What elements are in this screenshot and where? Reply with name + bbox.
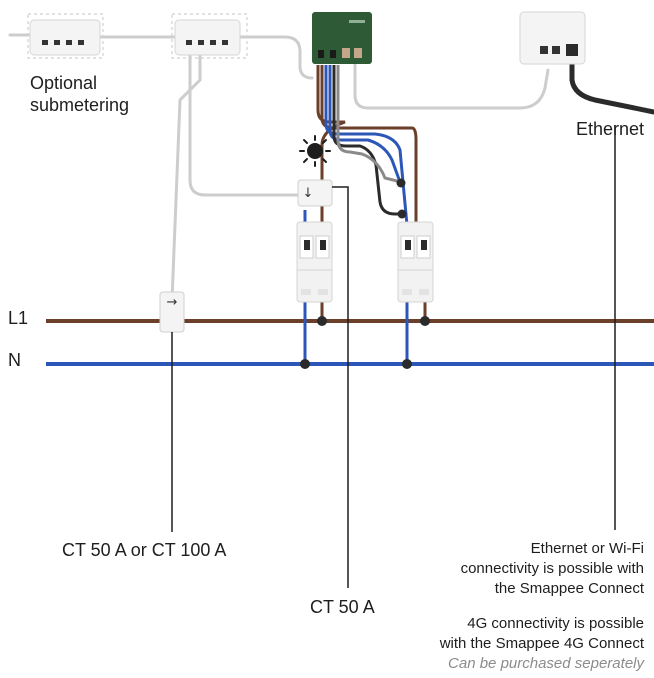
submeter-module-icon: [174, 19, 241, 56]
4g-note-line-2: with the Smappee 4G Connect: [439, 635, 644, 652]
wifi-note-line-3: the Smappee Connect: [494, 580, 644, 597]
ethernet-label: Ethernet: [575, 119, 644, 139]
submeter-module-icon: [29, 19, 101, 56]
optional-dashed-frame: [27, 13, 104, 59]
optional-submetering-line-1: Optional: [30, 73, 98, 93]
ct-left-label: CT 50 A or CT 100 A: [62, 540, 227, 560]
circuit-breaker-icon: [296, 221, 333, 303]
grey-cables: [8, 33, 550, 302]
optional-submetering-line-2: submetering: [30, 95, 130, 115]
module-wires: [316, 65, 418, 226]
l1-junction-dot: [420, 316, 430, 326]
4g-note-line-1: 4G connectivity is possible: [467, 615, 644, 632]
sun-icon: [299, 135, 331, 167]
l1-label: L1: [8, 308, 29, 328]
purchase-note: Can be purchased seperately: [448, 655, 644, 672]
optional-dashed-frame: [171, 13, 248, 59]
arrow-down-glyph: ↓: [303, 186, 314, 201]
n-junction-dot: [402, 359, 412, 369]
l1-junction-dot: [317, 316, 327, 326]
ethernet-cable: [569, 59, 654, 115]
junction-dot: [396, 178, 406, 188]
n-label: N: [8, 350, 21, 370]
ct-middle-label: CT 50 A: [310, 597, 375, 617]
smappee-module-icon: [312, 12, 372, 64]
arrow-right-glyph: →: [167, 295, 178, 310]
ct-clamp-icon: ↓: [297, 179, 333, 207]
circuit-breaker-icon: [397, 221, 434, 303]
wifi-note-line-1: Ethernet or Wi-Fi: [530, 540, 644, 557]
n-junction-dot: [300, 359, 310, 369]
4g-connectivity-note: 4G connectivity is possible with the Sma…: [440, 614, 644, 674]
leader-lines: [171, 125, 616, 588]
optional-submetering-label: Optional submetering: [30, 72, 129, 116]
wifi-connectivity-note: Ethernet or Wi-Fi connectivity is possib…: [461, 539, 644, 599]
ct-clamp-icon: →: [159, 291, 185, 333]
connect-router-icon: [519, 11, 586, 65]
junction-dot: [397, 209, 407, 219]
wifi-note-line-2: connectivity is possible with: [460, 560, 644, 577]
